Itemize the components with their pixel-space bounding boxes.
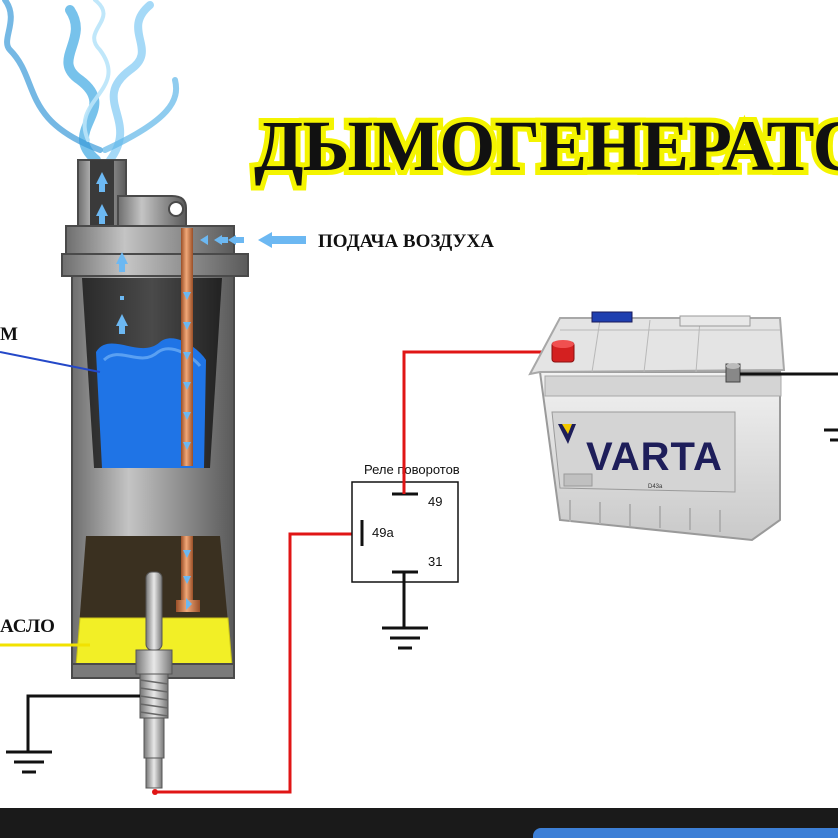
left-upper-label: М: [0, 324, 18, 345]
air-supply-arrows: [200, 232, 306, 248]
ground-symbol-relay: [382, 626, 428, 650]
battery: VARTA D43a: [528, 311, 786, 542]
air-supply-label: ПОДАЧА ВОЗДУХА: [318, 231, 494, 252]
copper-tube-upper: [181, 228, 193, 466]
glow-plug: [135, 571, 173, 795]
smoke-up-arrows: [96, 172, 128, 334]
ground-symbol-right: [824, 428, 838, 442]
liquid-pointer-line: [0, 351, 101, 373]
relay-pin-49: 49: [428, 494, 442, 509]
tube-arrows: [183, 292, 192, 610]
liquid: [96, 338, 206, 468]
flange-hole: [168, 201, 184, 217]
relay-box: [351, 481, 459, 583]
battery-sticker: [591, 311, 633, 323]
lid: [65, 225, 235, 255]
wire-plug-to-relay: [157, 532, 362, 794]
battery-label-panel: [551, 411, 736, 493]
relay-title: Реле поворотов: [364, 462, 460, 477]
ground-symbol-left: [6, 750, 52, 774]
diagram-title: ДЫМОГЕНЕРАТО: [254, 106, 838, 186]
overlay-button[interactable]: [533, 828, 838, 838]
varta-logo-icon: [558, 424, 576, 444]
relay-pin-31: 31: [428, 554, 442, 569]
plug-ground-wire: [26, 694, 140, 752]
wire-relay-to-battery: [402, 350, 556, 494]
smoke: [2, 0, 179, 165]
battery-model: D43a: [648, 484, 663, 490]
lid-flange: [117, 195, 187, 233]
copper-tube-lower: [181, 536, 193, 608]
relay-pin-49a: 49a: [372, 525, 394, 540]
left-lower-label: АСЛО: [0, 616, 55, 637]
battery-brand: VARTA: [586, 435, 723, 479]
lid-rim: [61, 253, 249, 277]
